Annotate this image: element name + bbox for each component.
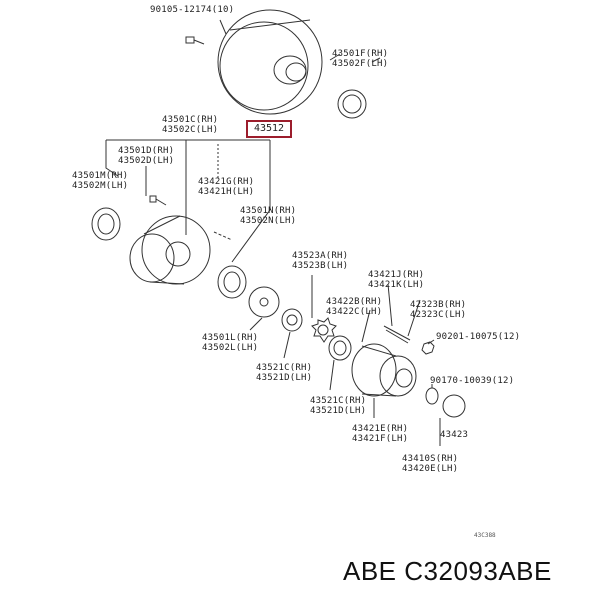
hub-bolt-part — [383, 325, 411, 344]
part-number-disc-lh: 43502F(LH) — [332, 59, 389, 69]
part-number-b-rh: 43422B(RH) — [326, 297, 383, 307]
part-number-e-rh: 43421E(RH) — [352, 424, 409, 434]
part-number-bolt2: 90170-10039(12) — [430, 376, 515, 386]
small-nut-part — [421, 341, 435, 355]
part-number-nut: 90201-10075(12) — [436, 332, 521, 342]
free-wheel-hub-part — [351, 343, 417, 397]
part-number-g-rh: 43421G(RH) — [198, 177, 255, 187]
brake-disc-part — [217, 9, 323, 115]
part-number-a-lh: 43523B(LH) — [292, 261, 349, 271]
part-number-c-rh: 43501C(RH) — [162, 115, 219, 125]
part-number-n-rh: 43501N(RH) — [240, 206, 297, 216]
outer-bearing-part — [91, 207, 121, 241]
highlighted-part-number[interactable]: 43512 — [246, 120, 292, 138]
part-number-d-rh: 43501D(RH) — [118, 146, 175, 156]
inner-bearing-part — [217, 265, 247, 299]
star-ring-part — [311, 317, 337, 343]
part-number-c1-rh: 43521C(RH) — [256, 363, 313, 373]
part-number-j-lh: 43421K(LH) — [368, 280, 425, 290]
part-number-top-bolt: 90105-12174(10) — [150, 5, 235, 15]
lock-nut-part — [281, 308, 303, 332]
part-number-hb-rh: 42323B(RH) — [410, 300, 467, 310]
washer-part — [248, 286, 280, 318]
part-number-a-rh: 43523A(RH) — [292, 251, 349, 261]
part-number-b-lh: 43422C(LH) — [326, 307, 383, 317]
hub-cap-part — [442, 394, 466, 418]
part-number-disc-rh: 43501F(RH) — [332, 49, 389, 59]
part-number-c-lh: 43502C(LH) — [162, 125, 219, 135]
part-number-c1-lh: 43521D(LH) — [256, 373, 313, 383]
stud-part — [149, 195, 167, 206]
brand-part-number: ABE C32093ABE — [343, 556, 552, 586]
part-number-cap: 43423 — [440, 430, 469, 440]
hub-housing-part — [129, 215, 211, 285]
top-bolt-part — [185, 36, 205, 45]
part-number-c2-lh: 43521D(LH) — [310, 406, 367, 416]
part-number-hb-lh: 42323C(LH) — [410, 310, 467, 320]
part-number-e-lh: 43421F(LH) — [352, 434, 409, 444]
part-number-c2-rh: 43521C(RH) — [310, 396, 367, 406]
part-number-g-lh: 43421H(LH) — [198, 187, 255, 197]
disc-seal-part — [337, 89, 367, 119]
part-number-d-lh: 43502D(LH) — [118, 156, 175, 166]
diagram-code: 43C388 — [474, 532, 496, 539]
part-number-s-lh: 43420E(LH) — [402, 464, 459, 474]
part-number-l-lh: 43502L(LH) — [202, 343, 259, 353]
snap-ring-part — [425, 387, 439, 405]
part-number-l-rh: 43501L(RH) — [202, 333, 259, 343]
part-number-m-rh: 43501M(RH) — [72, 171, 129, 181]
part-number-n-lh: 43502N(LH) — [240, 216, 297, 226]
hub-seal-part — [328, 335, 352, 361]
part-number-j-rh: 43421J(RH) — [368, 270, 425, 280]
part-number-m-lh: 43502M(LH) — [72, 181, 129, 191]
part-number-s-rh: 43410S(RH) — [402, 454, 459, 464]
